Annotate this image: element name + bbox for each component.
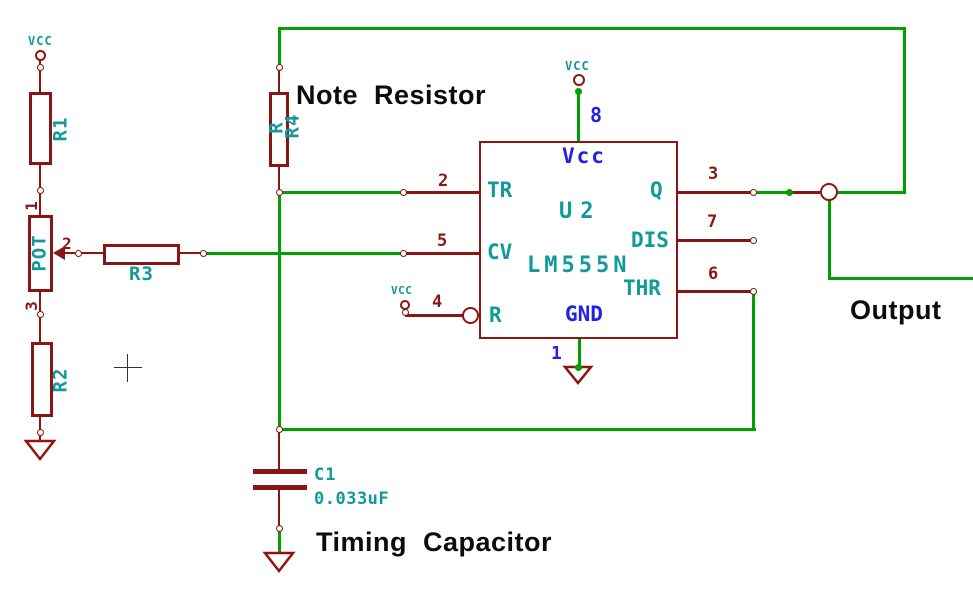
pin-end-dot	[750, 189, 757, 196]
capacitor-c1-plate-top[interactable]	[253, 469, 307, 474]
pot-wiper-lead	[62, 252, 103, 254]
vcc-label-top[interactable]: VCC	[565, 59, 590, 73]
c1-bottom-lead	[278, 490, 280, 529]
wire-top-feedback[interactable]	[278, 27, 906, 30]
timing-capacitor-text[interactable]: Timing Capacitor	[316, 527, 553, 557]
resistor-r3-body[interactable]	[103, 244, 180, 265]
pin-name-r: R	[489, 303, 502, 327]
pin-end-dot	[400, 189, 407, 196]
c1-value-label[interactable]: 0.033uF	[314, 489, 390, 509]
ic-u2-body[interactable]	[479, 141, 678, 339]
pin-name-vcc: Vcc	[562, 144, 606, 168]
r4-ref-label[interactable]: R4	[281, 113, 304, 139]
pot-label[interactable]: POT	[28, 234, 51, 272]
wiper-arrow-icon	[53, 246, 65, 260]
u2-pin6-line	[678, 290, 753, 293]
u2-ref-label[interactable]: U2	[559, 199, 602, 224]
pot-pin2-number: 2	[62, 234, 72, 253]
r4-bottom-lead	[278, 167, 280, 193]
wire-c1-to-ground[interactable]	[278, 528, 281, 553]
wire-vcc-pin8[interactable]	[577, 90, 580, 142]
u2-value-label[interactable]: LM555N	[527, 253, 631, 278]
resistor-r2-body[interactable]	[31, 342, 53, 417]
ground-icon-left[interactable]	[23, 439, 57, 462]
pot-pin3-number: 3	[22, 301, 41, 311]
wire-r4-top-drop[interactable]	[278, 27, 281, 68]
vcc-label-left[interactable]: VCC	[28, 34, 53, 48]
r4-top-lead	[278, 66, 280, 92]
pin-name-tr: TR	[487, 178, 513, 202]
wire-right-vertical[interactable]	[903, 27, 906, 193]
pin-number-1: 1	[551, 343, 562, 364]
wire-bottom-horizontal[interactable]	[278, 428, 756, 431]
junction-dot	[575, 88, 582, 95]
wire-gnd-pin1[interactable]	[578, 339, 581, 369]
output-text[interactable]: Output	[850, 295, 942, 325]
pin-end-dot	[400, 250, 407, 257]
pin-number-5: 5	[437, 231, 448, 251]
wire-output-vertical[interactable]	[828, 199, 831, 280]
pin-number-7: 7	[707, 212, 718, 232]
pin-name-gnd: GND	[565, 302, 603, 326]
c1-top-lead	[278, 429, 280, 470]
pin-end-dot	[276, 64, 283, 71]
pin-end-dot	[276, 525, 283, 532]
pin-number-2: 2	[438, 171, 449, 191]
u2-pin5-line	[404, 252, 479, 255]
output-node-circle[interactable]	[820, 183, 838, 201]
pin-end-dot	[750, 237, 757, 244]
wire-left-vertical[interactable]	[278, 191, 281, 431]
pin-name-q: Q	[650, 178, 663, 202]
pin-end-dot	[75, 250, 82, 257]
pin-end-dot	[750, 288, 757, 295]
r1-top-lead	[39, 60, 41, 92]
pin-number-4: 4	[432, 292, 443, 312]
pot-pin1-number: 1	[22, 201, 41, 211]
r3-right-lead	[180, 252, 207, 254]
wire-thr-vertical[interactable]	[752, 291, 755, 431]
vcc-port-icon-top[interactable]	[573, 74, 585, 86]
capacitor-c1-plate-bottom[interactable]	[253, 485, 307, 490]
pin-end-dot	[402, 309, 409, 316]
pot-body[interactable]	[28, 215, 53, 292]
u2-pin4-line	[405, 314, 463, 317]
wire-q-to-node[interactable]	[755, 191, 790, 194]
pin-end-dot	[37, 64, 44, 71]
pin-end-dot	[37, 311, 44, 318]
wire-tr-horizontal[interactable]	[279, 191, 405, 194]
pin-end-dot	[276, 426, 283, 433]
r3-label[interactable]: R3	[129, 263, 154, 285]
vcc-label-reset[interactable]: VCC	[391, 284, 413, 297]
pin-number-8: 8	[590, 103, 603, 127]
inverted-pin-bubble	[462, 307, 479, 324]
u2-pin3-line	[678, 191, 753, 194]
pin-end-dot	[200, 250, 207, 257]
pin-name-dis: DIS	[631, 228, 669, 252]
pin-name-cv: CV	[487, 240, 513, 264]
u2-pin2-line	[404, 191, 479, 194]
ground-icon-c1[interactable]	[262, 551, 296, 574]
junction-dot	[786, 189, 793, 196]
wire-cv-horizontal[interactable]	[206, 252, 404, 255]
output-node-left-stub	[790, 191, 820, 194]
r1-label[interactable]: R1	[49, 116, 72, 142]
crosshair-cursor	[114, 367, 142, 368]
pin-number-6: 6	[708, 264, 719, 284]
wire-node-to-right[interactable]	[838, 191, 906, 194]
crosshair-cursor	[127, 354, 128, 382]
pin-end-dot	[276, 189, 283, 196]
resistor-r4-body[interactable]	[269, 92, 289, 167]
wire-output-horizontal[interactable]	[828, 277, 973, 280]
c1-ref-label[interactable]: C1	[314, 465, 337, 485]
pin-end-dot	[37, 429, 44, 436]
junction-dot	[575, 364, 582, 371]
u2-pin7-line	[678, 239, 753, 242]
pin-number-3: 3	[708, 164, 719, 184]
pin-end-dot	[37, 187, 44, 194]
vcc-port-icon-left[interactable]	[35, 50, 46, 61]
note-resistor-text[interactable]: Note Resistor	[296, 80, 487, 110]
pin-name-thr: THR	[623, 276, 661, 300]
resistor-r1-body[interactable]	[29, 92, 52, 165]
r2-label[interactable]: R2	[49, 367, 72, 393]
